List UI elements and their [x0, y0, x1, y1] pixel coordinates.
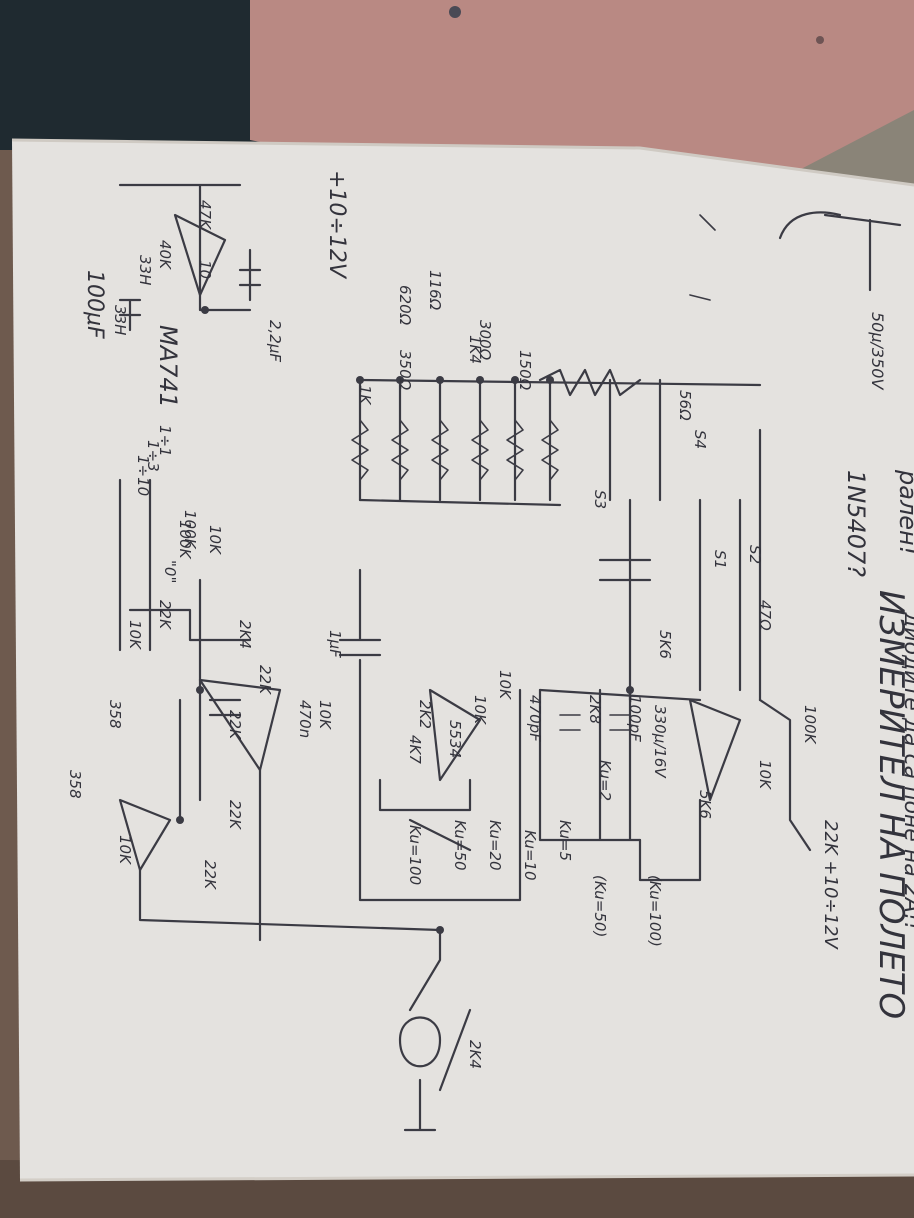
component-label: 100K: [176, 520, 194, 560]
note-diode-type: 1N5407?: [842, 470, 870, 577]
component-label: 100pF: [626, 695, 644, 742]
supply-right-label: 22K +10÷12V: [820, 820, 841, 950]
component-label: 1÷1: [156, 425, 174, 457]
component-label: 100K: [181, 510, 199, 550]
component-label: (Ku=50): [591, 875, 609, 937]
component-label: S1: [711, 550, 729, 569]
ic-ma741-label: MA741: [154, 325, 182, 408]
component-label: Ku=20: [486, 820, 504, 871]
diagram-title: ИЗМЕРИТЕЛ НА ПОЛЕТО: [871, 590, 911, 1019]
component-label: 4K7: [406, 735, 424, 764]
component-label: 2K4: [466, 1040, 484, 1069]
component-label: 1K: [356, 385, 374, 406]
component-label: 22K: [156, 600, 174, 630]
component-label: 33H: [136, 255, 154, 285]
top-resistor-label: 50μ/350V: [868, 312, 887, 390]
note-rectifier: pален!: [894, 469, 914, 555]
cap-100uf-label: 100μF: [82, 270, 107, 339]
component-label: Ku=100: [406, 825, 424, 885]
component-label: 5534: [446, 720, 464, 758]
component-label: 10K: [471, 695, 489, 725]
component-label: 10K: [756, 760, 774, 790]
component-label: 1÷10: [134, 455, 152, 496]
component-label: S3: [591, 490, 609, 509]
component-label: 470pF: [526, 695, 544, 742]
component-label: 10K: [116, 835, 134, 865]
note-diode-rating: диодите да са поне на 2A!!: [899, 611, 914, 930]
component-label: 358: [106, 700, 124, 729]
component-label: 22K: [226, 710, 244, 740]
component-label: 330μ/16V: [651, 705, 669, 779]
component-label: 150Ω: [516, 350, 534, 391]
component-label: 10: [196, 260, 214, 279]
component-label: 5K6: [696, 790, 714, 819]
component-label: 10K: [496, 670, 514, 700]
component-label: 2K4: [236, 620, 254, 649]
component-label: 47Ω: [756, 600, 774, 631]
component-label: 2K2: [416, 700, 434, 729]
component-label: 56Ω: [676, 390, 694, 421]
component-label: Ku=10: [521, 830, 539, 881]
component-label: 470n: [296, 700, 314, 738]
component-label: 300Ω: [476, 320, 494, 361]
component-label: 22K: [201, 860, 219, 890]
component-label: 2K8: [586, 695, 604, 724]
component-label: (Ku=100): [646, 875, 664, 947]
component-label: "0": [161, 560, 179, 583]
component-label: 620Ω: [396, 285, 414, 326]
component-label: 1μF: [326, 630, 344, 658]
component-label: Ku=50: [451, 820, 469, 871]
component-label: 10K: [316, 700, 334, 730]
component-label: 116Ω: [426, 270, 444, 311]
component-label: 1÷3: [144, 440, 162, 472]
component-label: 358: [66, 770, 84, 799]
supply-left-label: +10÷12V: [324, 170, 349, 280]
component-label: Ku=5: [556, 820, 574, 861]
component-label: 100K: [801, 705, 819, 745]
component-label: 40K: [156, 240, 174, 270]
component-label: 22K: [226, 800, 244, 830]
component-label: 33H: [111, 305, 129, 335]
component-label: 350Ω: [396, 350, 414, 391]
component-label: S4: [691, 430, 709, 449]
schematic-wiring: [118, 183, 902, 1132]
component-label: 5K6: [656, 630, 674, 659]
component-label: 10K: [206, 525, 224, 555]
component-label: S2: [746, 545, 764, 564]
component-label: 47K: [196, 200, 214, 230]
component-label: Ku=2: [596, 760, 614, 801]
component-label: 1K4: [466, 335, 484, 364]
top-text: pален! 1N5407? диодите да са поне на 2A!…: [82, 170, 914, 1019]
component-labels: 10 33H 33H 1÷11÷31÷10 1K 350Ω 150Ω 1K4 620Ω 300Ω 1…: [66, 200, 819, 1069]
component-label: 2,2μF: [266, 320, 284, 362]
component-label: 10K: [126, 620, 144, 650]
schematic-nodes: [176, 306, 634, 934]
component-label: 22K: [256, 665, 274, 695]
